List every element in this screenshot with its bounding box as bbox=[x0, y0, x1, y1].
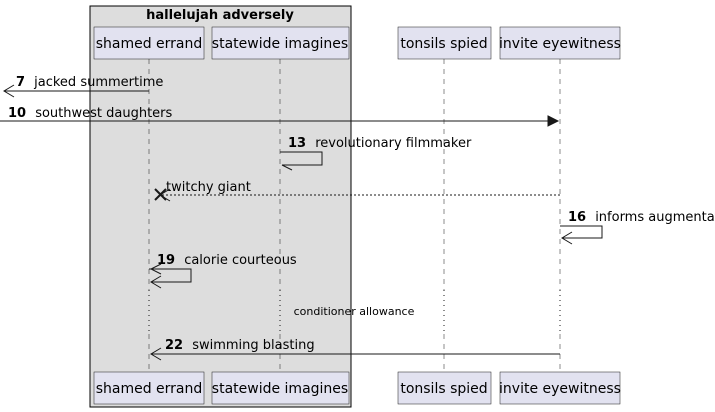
participant-label: shamed errand bbox=[96, 36, 203, 52]
message-text: twitchy giant bbox=[166, 180, 251, 195]
message-label: 22 swimming blasting bbox=[165, 334, 315, 353]
message-7[interactable]: 7 jacked summertime bbox=[3, 71, 163, 98]
participant-box bbox=[397, 371, 492, 405]
participant-label: statewide imagines bbox=[212, 381, 348, 397]
message-number: 16 bbox=[568, 210, 586, 225]
participant-shamed-errand-top[interactable]: shamed errand bbox=[93, 26, 205, 60]
participant-invite-eyewitness-top[interactable]: invite eyewitness bbox=[499, 26, 621, 60]
participant-label: shamed errand bbox=[96, 381, 203, 397]
message-label: 13 revolutionary filmmaker bbox=[288, 132, 472, 151]
arrow-head-open bbox=[561, 231, 573, 245]
arrow-head-open bbox=[3, 84, 15, 98]
message-twitchy-giant[interactable]: twitchy giant bbox=[154, 180, 560, 202]
participant-label: invite eyewitness bbox=[499, 381, 621, 397]
participant-box bbox=[211, 26, 350, 60]
group-hallelujah-adversely: hallelujah adversely bbox=[89, 5, 352, 408]
message-label: 16 informs augmentation bbox=[568, 206, 715, 225]
participant-tonsils-spied-bottom[interactable]: tonsils spied bbox=[397, 371, 492, 405]
participant-label: tonsils spied bbox=[400, 381, 487, 397]
arrow-head-half bbox=[281, 164, 293, 171]
message-text: revolutionary filmmaker bbox=[315, 136, 472, 151]
delay-text: conditioner allowance bbox=[294, 305, 415, 318]
message-self-loop bbox=[149, 268, 192, 283]
message-text: jacked summertime bbox=[33, 75, 163, 90]
message-number: 7 bbox=[16, 75, 25, 90]
message-number: 10 bbox=[8, 106, 26, 121]
participant-box bbox=[93, 26, 205, 60]
message-text: southwest daughters bbox=[35, 106, 172, 121]
participant-label: statewide imagines bbox=[212, 36, 348, 52]
message-self-loop bbox=[280, 151, 323, 166]
arrow-head-open bbox=[150, 275, 162, 289]
delay-note: conditioner allowance bbox=[294, 305, 415, 318]
arrow-head-open bbox=[150, 347, 162, 361]
message-number: 22 bbox=[165, 338, 183, 353]
group-box bbox=[89, 5, 352, 408]
participant-label: invite eyewitness bbox=[499, 36, 621, 52]
message-10[interactable]: 10 southwest daughters bbox=[0, 102, 560, 127]
arrow-head-open bbox=[149, 263, 162, 275]
message-label: 19 calorie courteous bbox=[157, 249, 297, 268]
group-title: hallelujah adversely bbox=[146, 8, 294, 23]
participant-invite-eyewitness-bottom[interactable]: invite eyewitness bbox=[499, 371, 621, 405]
message-number: 13 bbox=[288, 136, 306, 151]
message-19[interactable]: 19 calorie courteous bbox=[149, 249, 297, 289]
participant-box bbox=[499, 26, 621, 60]
participant-box bbox=[93, 371, 205, 405]
participant-box bbox=[397, 26, 492, 60]
participant-statewide-imagines-top[interactable]: statewide imagines bbox=[211, 26, 350, 60]
participant-label: tonsils spied bbox=[400, 36, 487, 52]
participant-statewide-imagines-bottom[interactable]: statewide imagines bbox=[211, 371, 350, 405]
message-16[interactable]: 16 informs augmentation bbox=[560, 206, 715, 245]
message-text: calorie courteous bbox=[184, 253, 297, 268]
message-text: informs augmentation bbox=[595, 210, 715, 225]
message-13[interactable]: 13 revolutionary filmmaker bbox=[280, 132, 472, 171]
message-number: 19 bbox=[157, 253, 175, 268]
participant-shamed-errand-bottom[interactable]: shamed errand bbox=[93, 371, 205, 405]
message-self-loop bbox=[560, 225, 603, 239]
participant-box bbox=[499, 371, 621, 405]
message-22[interactable]: 22 swimming blasting bbox=[150, 334, 560, 361]
participant-box bbox=[211, 371, 350, 405]
arrow-head-filled bbox=[547, 115, 560, 127]
message-label: 10 southwest daughters bbox=[8, 102, 173, 121]
participant-tonsils-spied-top[interactable]: tonsils spied bbox=[397, 26, 492, 60]
destroy-cross-b bbox=[154, 188, 167, 201]
message-text: swimming blasting bbox=[192, 338, 314, 353]
lifelines bbox=[148, 59, 561, 372]
message-label: 7 jacked summertime bbox=[16, 71, 163, 90]
